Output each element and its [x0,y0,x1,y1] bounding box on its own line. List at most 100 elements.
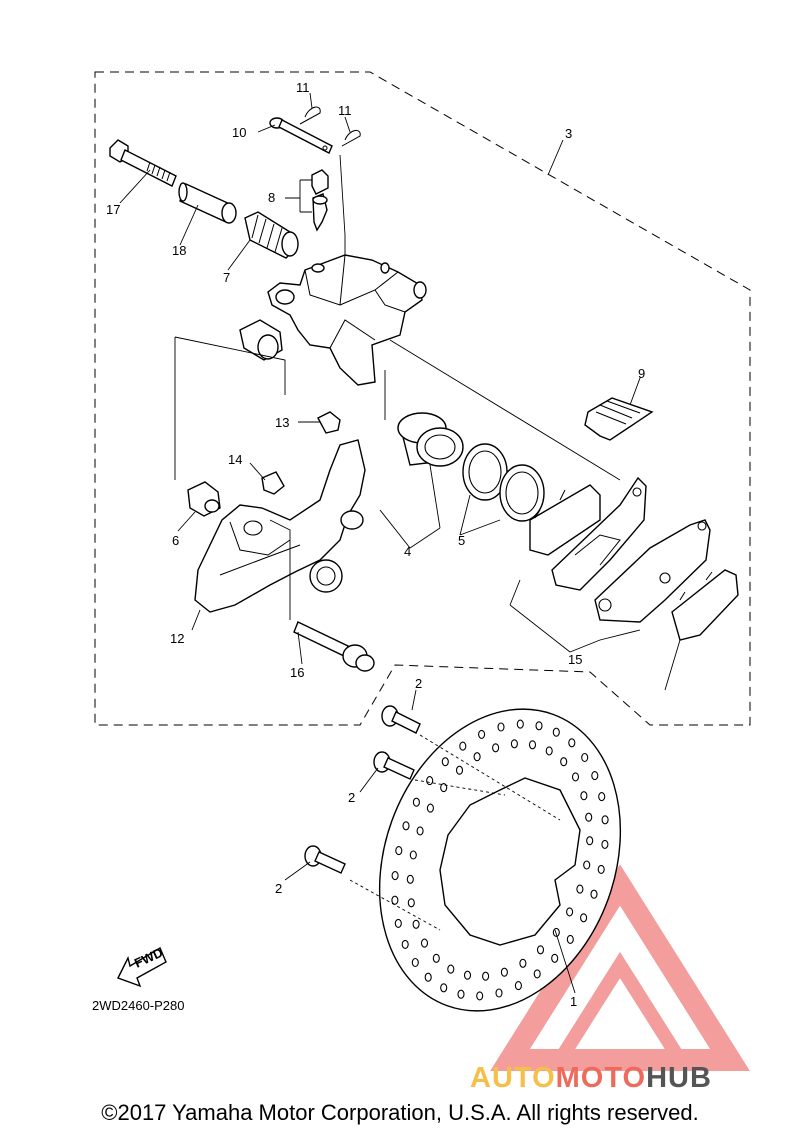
watermark-part-moto: MOTO [555,1062,647,1094]
part-boot-7 [244,211,299,259]
callout-1: 1 [570,994,577,1009]
disc-hole [391,871,399,881]
part-seal-5a [462,443,508,501]
part-pad-15a [529,484,601,556]
callout-13: 13 [275,415,289,430]
disc-hole [597,864,605,874]
disc-hole [519,958,527,968]
disc-hole [416,826,424,836]
part-spring-9 [584,397,654,441]
part-bracket-12 [194,439,366,613]
disc-hole [457,989,465,999]
assembly-outline [94,71,751,726]
part-pinbolt-16 [293,621,375,672]
part-discbolt-2a [381,705,421,734]
disc-hole [500,967,508,977]
disc-hole [601,839,609,849]
disc-hole [598,792,606,802]
disc-hole [426,803,434,813]
part-bolt-17 [109,139,177,187]
disc-hole [424,972,432,982]
callouts: 1 2 2 2 3 4 5 6 7 8 9 10 11 11 12 13 14 … [106,80,645,1009]
disc-hole [476,991,484,1001]
disc-hole [412,797,420,807]
callout-2b: 2 [348,790,355,805]
disc-hole [401,939,409,949]
disc-hole [581,752,589,763]
disc-hole [576,884,584,894]
part-clip-11a [299,106,321,125]
disc-hole [601,815,609,825]
callout-14: 14 [228,452,242,467]
callout-16: 16 [290,665,304,680]
disc-hole [590,889,598,899]
callout-4: 4 [404,544,411,559]
callout-11a: 11 [296,80,310,95]
disc-hole [552,727,560,737]
disc-hole [478,729,486,739]
watermark-text: AUTOMOTOHUB [470,1062,800,1096]
disc-hole [497,722,505,732]
part-clip-11b [341,130,361,147]
disc-hole [560,757,568,767]
callout-10: 10 [232,125,246,140]
disc-hole [395,846,403,856]
disc-hole [533,969,541,979]
diagram-code: 2WD2460-P280 [92,998,185,1013]
disc-hole [459,741,467,751]
disc-hole [394,918,402,928]
callout-11b: 11 [338,103,352,118]
disc-hole [566,934,574,944]
part-piston-4 [397,412,464,467]
disc-hole [492,743,500,753]
disc-hole [580,913,588,923]
disc-hole [528,740,537,750]
watermark-part-hub: HUB [646,1062,712,1094]
disc-hole [441,757,449,767]
leader-lines [119,92,681,994]
disc-hole [583,860,591,870]
disc-hole [495,988,503,998]
disc-hole [420,938,429,948]
disc-hole [510,739,518,749]
part-sleeve-18 [178,182,237,224]
disc-hole [463,970,472,980]
part-discbolt-2b [373,751,415,780]
disc-hole [440,983,448,993]
disc-hole [516,719,524,729]
callout-12: 12 [170,631,184,646]
disc-hole [571,772,580,782]
part-bleeder-8 [311,169,329,232]
part-clip-14 [261,471,285,495]
disc-hole [447,964,455,974]
disc-hole [411,957,419,968]
callout-8: 8 [268,190,275,205]
callout-3: 3 [565,126,572,141]
disc-hole [406,874,414,884]
disc-hole [514,981,522,991]
disc-hole [545,746,553,756]
disc-hole [585,812,593,822]
disc-hole [407,898,415,908]
fwd-arrow-icon: FWD [117,945,167,988]
disc-hole [412,919,420,929]
callout-2c: 2 [275,881,282,896]
disc-hole [426,776,434,786]
disc-hole [409,850,417,860]
disc-hole [580,791,588,801]
disc-hole [482,971,490,981]
copyright-notice: ©2017 Yamaha Motor Corporation, U.S.A. A… [101,1100,699,1125]
disc-hole [551,953,559,963]
part-pad-15c [594,519,711,623]
part-caliper-3 [239,254,427,386]
callout-17: 17 [106,202,120,217]
disc-hole [391,895,399,905]
callout-9: 9 [638,366,645,381]
watermark-logo [490,864,750,1071]
callout-15: 15 [568,652,582,667]
part-pad-15b [551,476,647,591]
callout-18: 18 [172,243,186,258]
disc-holes [391,719,609,1001]
callout-5: 5 [458,533,465,548]
